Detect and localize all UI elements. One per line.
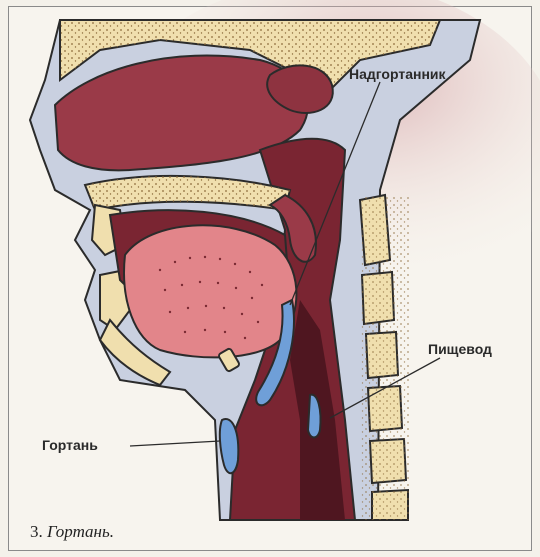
tongue bbox=[124, 225, 296, 357]
caption-text: Гортань. bbox=[47, 522, 114, 541]
vertebra-dots bbox=[360, 195, 410, 520]
larynx-label: Гортань bbox=[42, 437, 98, 453]
cervical-spine bbox=[360, 195, 410, 520]
figure-caption: 3. Гортань. bbox=[30, 522, 114, 542]
caption-number: 3. bbox=[30, 522, 43, 541]
epiglottis-label: Надгортанник bbox=[349, 66, 446, 82]
esophagus-label: Пищевод bbox=[428, 341, 492, 357]
larynx-leader-line bbox=[130, 441, 220, 446]
cricoid-cartilage bbox=[308, 395, 321, 438]
